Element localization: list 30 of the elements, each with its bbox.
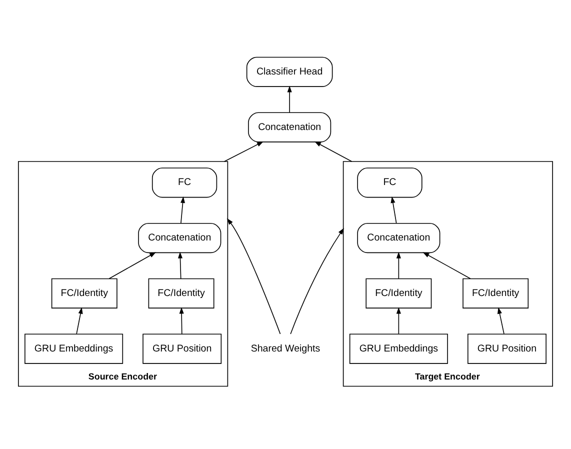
arrow: [396, 251, 401, 278]
arrow: [290, 228, 344, 334]
arrow: [224, 140, 264, 162]
arrow: [287, 85, 292, 112]
node-text: Shared Weights: [250, 342, 320, 354]
arrow: [108, 252, 156, 279]
node-box: FC/Identity: [51, 278, 118, 308]
node-box: Concatenation: [248, 112, 332, 142]
node-box: FC: [357, 167, 422, 198]
node-box: FC/Identity: [148, 278, 214, 308]
arrow: [422, 252, 471, 279]
node-box: GRU Embeddings: [349, 333, 448, 364]
arrow: [226, 218, 281, 334]
node-box: FC/Identity: [462, 278, 529, 308]
node-box: GRU Embeddings: [24, 333, 124, 364]
node-box: Concatenation: [138, 222, 222, 253]
node-box: FC/Identity: [366, 278, 432, 308]
node-box: GRU Position: [468, 333, 546, 364]
arrow: [497, 306, 504, 334]
node-box: GRU Position: [142, 333, 222, 364]
arrow: [76, 306, 83, 334]
arrow: [179, 306, 184, 334]
arrow: [396, 306, 401, 334]
arrow: [390, 196, 397, 223]
node-box: Classifier Head: [246, 56, 333, 86]
node-box: Concatenation: [357, 222, 440, 253]
arrow: [314, 140, 352, 162]
node-box: FC: [152, 167, 218, 198]
arrow: [180, 196, 186, 223]
arrow: [178, 251, 183, 278]
